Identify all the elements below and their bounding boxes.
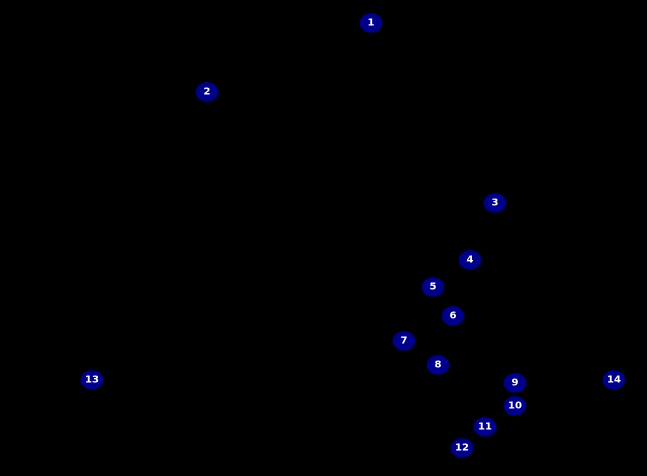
marker-badge-6[interactable]: 6 [441, 305, 465, 327]
marker-badge-8[interactable]: 8 [426, 354, 450, 376]
marker-badge-7[interactable]: 7 [392, 330, 416, 352]
marker-badge-11[interactable]: 11 [473, 416, 497, 438]
marker-badge-9[interactable]: 9 [503, 372, 527, 394]
marker-badge-12[interactable]: 12 [450, 437, 474, 459]
marker-badge-2[interactable]: 2 [195, 81, 219, 103]
marker-badge-5[interactable]: 5 [421, 276, 445, 298]
marker-badge-3[interactable]: 3 [483, 192, 507, 214]
marker-badge-1[interactable]: 1 [359, 12, 383, 34]
marker-badge-10[interactable]: 10 [503, 395, 527, 417]
marker-badge-13[interactable]: 13 [80, 369, 104, 391]
marker-badge-4[interactable]: 4 [458, 249, 482, 271]
marker-badge-14[interactable]: 14 [602, 369, 626, 391]
